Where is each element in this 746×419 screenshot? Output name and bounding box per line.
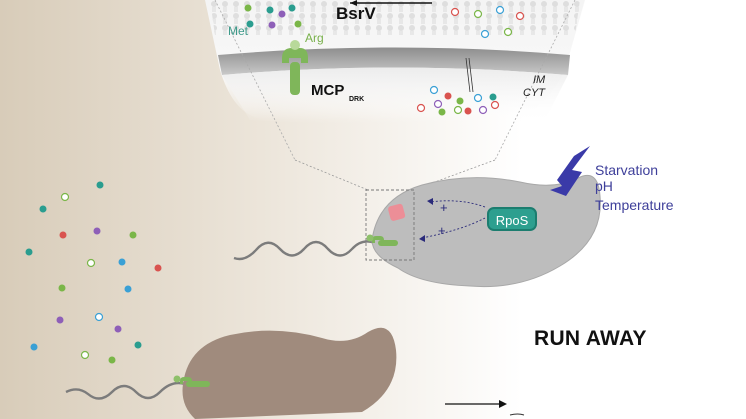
chemoreceptor-icon [282,40,308,95]
run-away-label: RUN AWAY [534,327,647,350]
pink-box [388,203,406,221]
arg-label: Arg [305,31,324,45]
molecule-dot [294,20,302,28]
molecule-dot [450,7,460,17]
molecule-dots [25,4,525,364]
stress-ph: pH [595,178,613,194]
molecule-dot [464,107,472,115]
bsrv-label: BsrV [336,4,376,23]
molecule-dot [118,258,126,266]
molecule-dot [60,192,70,202]
flagellum-icon [65,381,186,400]
molecule-dot [456,97,464,105]
molecule-dot [416,103,426,113]
molecule-dot [58,284,66,292]
molecule-dot [503,27,513,37]
zoom-box [365,189,415,261]
molecule-dot [86,258,96,268]
grey-bacterium: + + [233,174,601,288]
molecule-dot [30,343,38,351]
molecule-dot [444,92,452,100]
molecule-dot [453,105,463,115]
molecule-dot [129,231,137,239]
molecule-dot [433,99,443,109]
brown-bacterium [65,327,397,419]
molecule-dot [154,264,162,272]
plus-sign: + [440,200,448,215]
molecule-dot [495,5,505,15]
molecule-dot [473,93,483,103]
arrow-icon [350,0,432,6]
chemoreceptor-icon [173,375,210,387]
mcp-subscript: DRK [349,96,365,103]
molecule-dot [429,85,439,95]
plus-sign: + [438,223,446,238]
molecule-dot [25,248,33,256]
molecule-dot [93,227,101,235]
molecule-dot [56,316,64,324]
molecule-dot [246,20,254,28]
molecule-dot [94,312,104,322]
molecule-dot [59,231,67,239]
cyt-label: CYT [523,87,545,99]
mcp-label: MCP [311,82,345,99]
molecule-dot [278,10,286,18]
molecule-dot [489,93,497,101]
stress-temperature: Temperature [595,197,674,213]
molecule-dot [480,29,490,39]
molecule-dot [515,11,525,21]
arrow-icon [445,400,525,416]
molecule-dot [124,285,132,293]
molecule-dot [268,21,276,29]
molecule-dot [438,108,446,116]
chemoreceptor-icon [366,234,398,246]
stress-starvation: Starvation [595,162,659,178]
molecule-dot [490,100,500,110]
im-label: IM [533,74,546,86]
molecule-dot [96,181,104,189]
transport-arrows [465,57,474,93]
molecule-dot [266,6,274,14]
molecule-dot [288,4,296,12]
met-label: Met [228,24,249,38]
molecule-dot [134,341,142,349]
molecule-dot [39,205,47,213]
flagellum-icon [233,240,376,261]
rpos-box: RpoS [487,207,537,231]
molecule-dot [114,325,122,333]
molecule-dot [108,356,116,364]
molecule-dot [478,105,488,115]
molecule-dot [80,350,90,360]
lightning-icon [550,146,590,196]
molecule-dot [244,4,252,12]
molecule-dot [473,9,483,19]
